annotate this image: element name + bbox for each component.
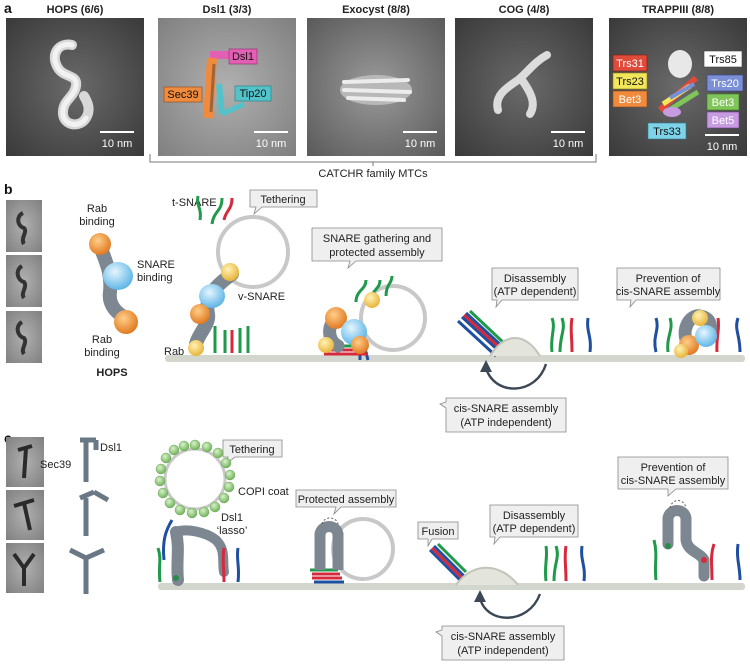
dsl1-image-title: Dsl1 (3/3) [203,4,252,16]
membrane-c [158,583,745,590]
cycle-arrow-b [484,363,548,390]
svg-text:Tethering: Tethering [229,444,274,456]
cog-scale-label: 10 nm [553,138,584,150]
cog-em-image: 10 nm [455,18,593,156]
dsl1-tag [228,48,258,65]
callout-cis-c: cis-SNARE assembly(ATP independent) [435,625,565,661]
dsl1-lasso-label: Dsl1‘lasso’ [217,512,248,537]
copi-vesicle [154,439,236,519]
callout-tethering-b: Tethering [249,189,318,216]
exocyst-image-title: Exocyst (8/8) [342,4,410,16]
exocyst-em-image: 10 nm [307,18,445,156]
callout-disassembly-b: Disassembly(ATP dependent) [491,267,579,309]
bet5-tag-label: Bet5 [712,115,735,127]
bet3-tag-right [706,93,740,111]
membrane-b [165,355,745,362]
svg-text:cis-SNARE assembly(ATP indepen: cis-SNARE assembly(ATP independent) [454,403,559,429]
svg-text:Disassembly(ATP dependent): Disassembly(ATP dependent) [494,273,577,298]
dsl1-schematic [68,437,110,594]
catchr-label: CATCHR family MTCs [318,168,428,180]
trs85-tag [703,50,743,68]
callout-protected: Protected assembly [295,489,397,516]
trs23-tag [612,72,648,90]
dsl1-name-label: Dsl1 [100,442,122,454]
svg-text:Protected assembly: Protected assembly [298,494,395,506]
panel-a-letter: a [4,0,12,16]
hops-schematic [89,233,138,334]
hops-scale-label: 10 nm [102,138,133,150]
trappiii-em-image: Trs85 Trs31 Trs20 Trs23 Bet3 Bet3 Bet5 T… [609,18,747,156]
tip20-tag [234,85,272,102]
trappiii-image-title: TRAPPIII (8/8) [642,4,714,16]
trappiii-scale-label: 10 nm [707,141,738,153]
callout-tethering-c: Tethering [222,439,283,466]
callout-fusion: Fusion [417,521,459,548]
callout-disassembly-c: Disassembly(ATP dependent) [489,504,579,546]
bet3-tag-right-label: Bet3 [712,97,735,109]
hops-image-title: HOPS (6/6) [47,4,104,16]
trs33-tag-label: Trs33 [653,126,681,138]
svg-text:cis-SNARE assembly(ATP indepen: cis-SNARE assembly(ATP independent) [451,631,556,657]
sec39-name-label: Sec39 [40,459,71,471]
hops-em-image: 10 nm [6,18,144,156]
sec39-tag [163,86,203,103]
trs31-tag [612,54,648,72]
dsl1-em-image: Dsl1 Sec39 Tip20 10 nm [158,18,296,156]
cog-image-title: COG (4/8) [499,4,550,16]
trs85-tag-label: Trs85 [709,54,737,66]
trs20-tag-label: Trs20 [711,78,739,90]
trs33-tag [647,122,687,140]
bet5-tag [706,111,740,129]
cycle-arrow-c [478,593,542,619]
svg-text:Disassembly(ATP dependent): Disassembly(ATP dependent) [493,510,576,535]
bet3-tag-left [612,90,648,108]
panel-b-letter: b [4,181,13,197]
dsl1-tag-label: Dsl1 [232,51,254,63]
hops-name: HOPS [96,367,127,379]
dsl1-scale-label: 10 nm [256,138,287,150]
copi-coat-label: COPI coat [238,486,289,498]
sec39-tag-label: Sec39 [167,89,198,101]
svg-text:Fusion: Fusion [421,526,454,538]
callout-cis-b: cis-SNARE assembly(ATP independent) [439,397,567,433]
t-snare-label: t-SNARE [172,197,217,209]
bet3-tag-left-label: Bet3 [619,94,642,106]
trs31-tag-label: Trs31 [616,58,644,70]
trs20-tag [706,74,744,92]
exocyst-scale-label: 10 nm [405,138,436,150]
v-snare-label: v-SNARE [238,291,285,303]
svg-text:Tethering: Tethering [260,194,305,206]
rab-label: Rab [164,346,184,358]
trs23-tag-label: Trs23 [616,76,644,88]
tip20-tag-label: Tip20 [239,88,266,100]
